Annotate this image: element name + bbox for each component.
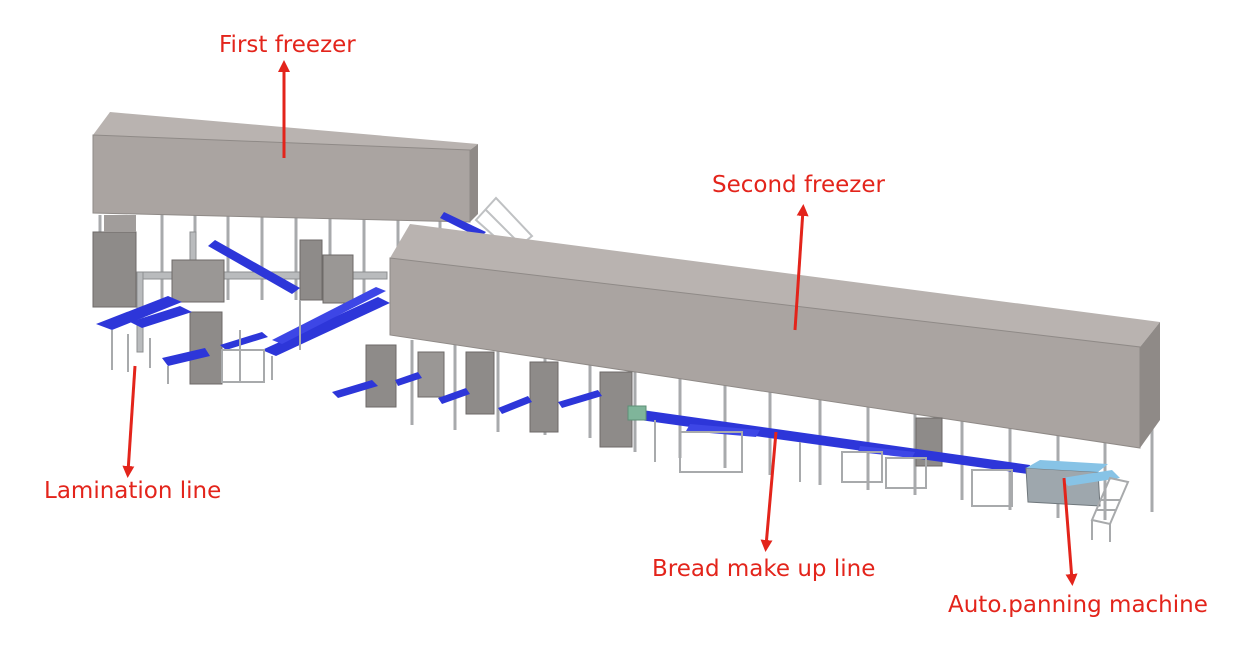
arrow-lamination-line [122,365,137,478]
arrow-auto-panning-machine [1062,477,1078,586]
label-second-freezer: Second freezer [712,172,885,198]
label-auto-panning-machine: Auto.panning machine [948,592,1208,618]
label-bread-make-up-line: Bread make up line [652,556,876,582]
bread-make-up-line [332,344,1030,507]
lamination-line [92,215,390,385]
label-first-freezer: First freezer [219,32,356,58]
arrow-bread-make-up-line [760,431,778,552]
second-freezer [389,224,1160,520]
annotation-arrows [122,60,1078,586]
label-lamination-line: Lamination line [44,478,222,504]
auto-panning-machine [1025,460,1130,542]
arrow-second-freezer [793,204,809,331]
